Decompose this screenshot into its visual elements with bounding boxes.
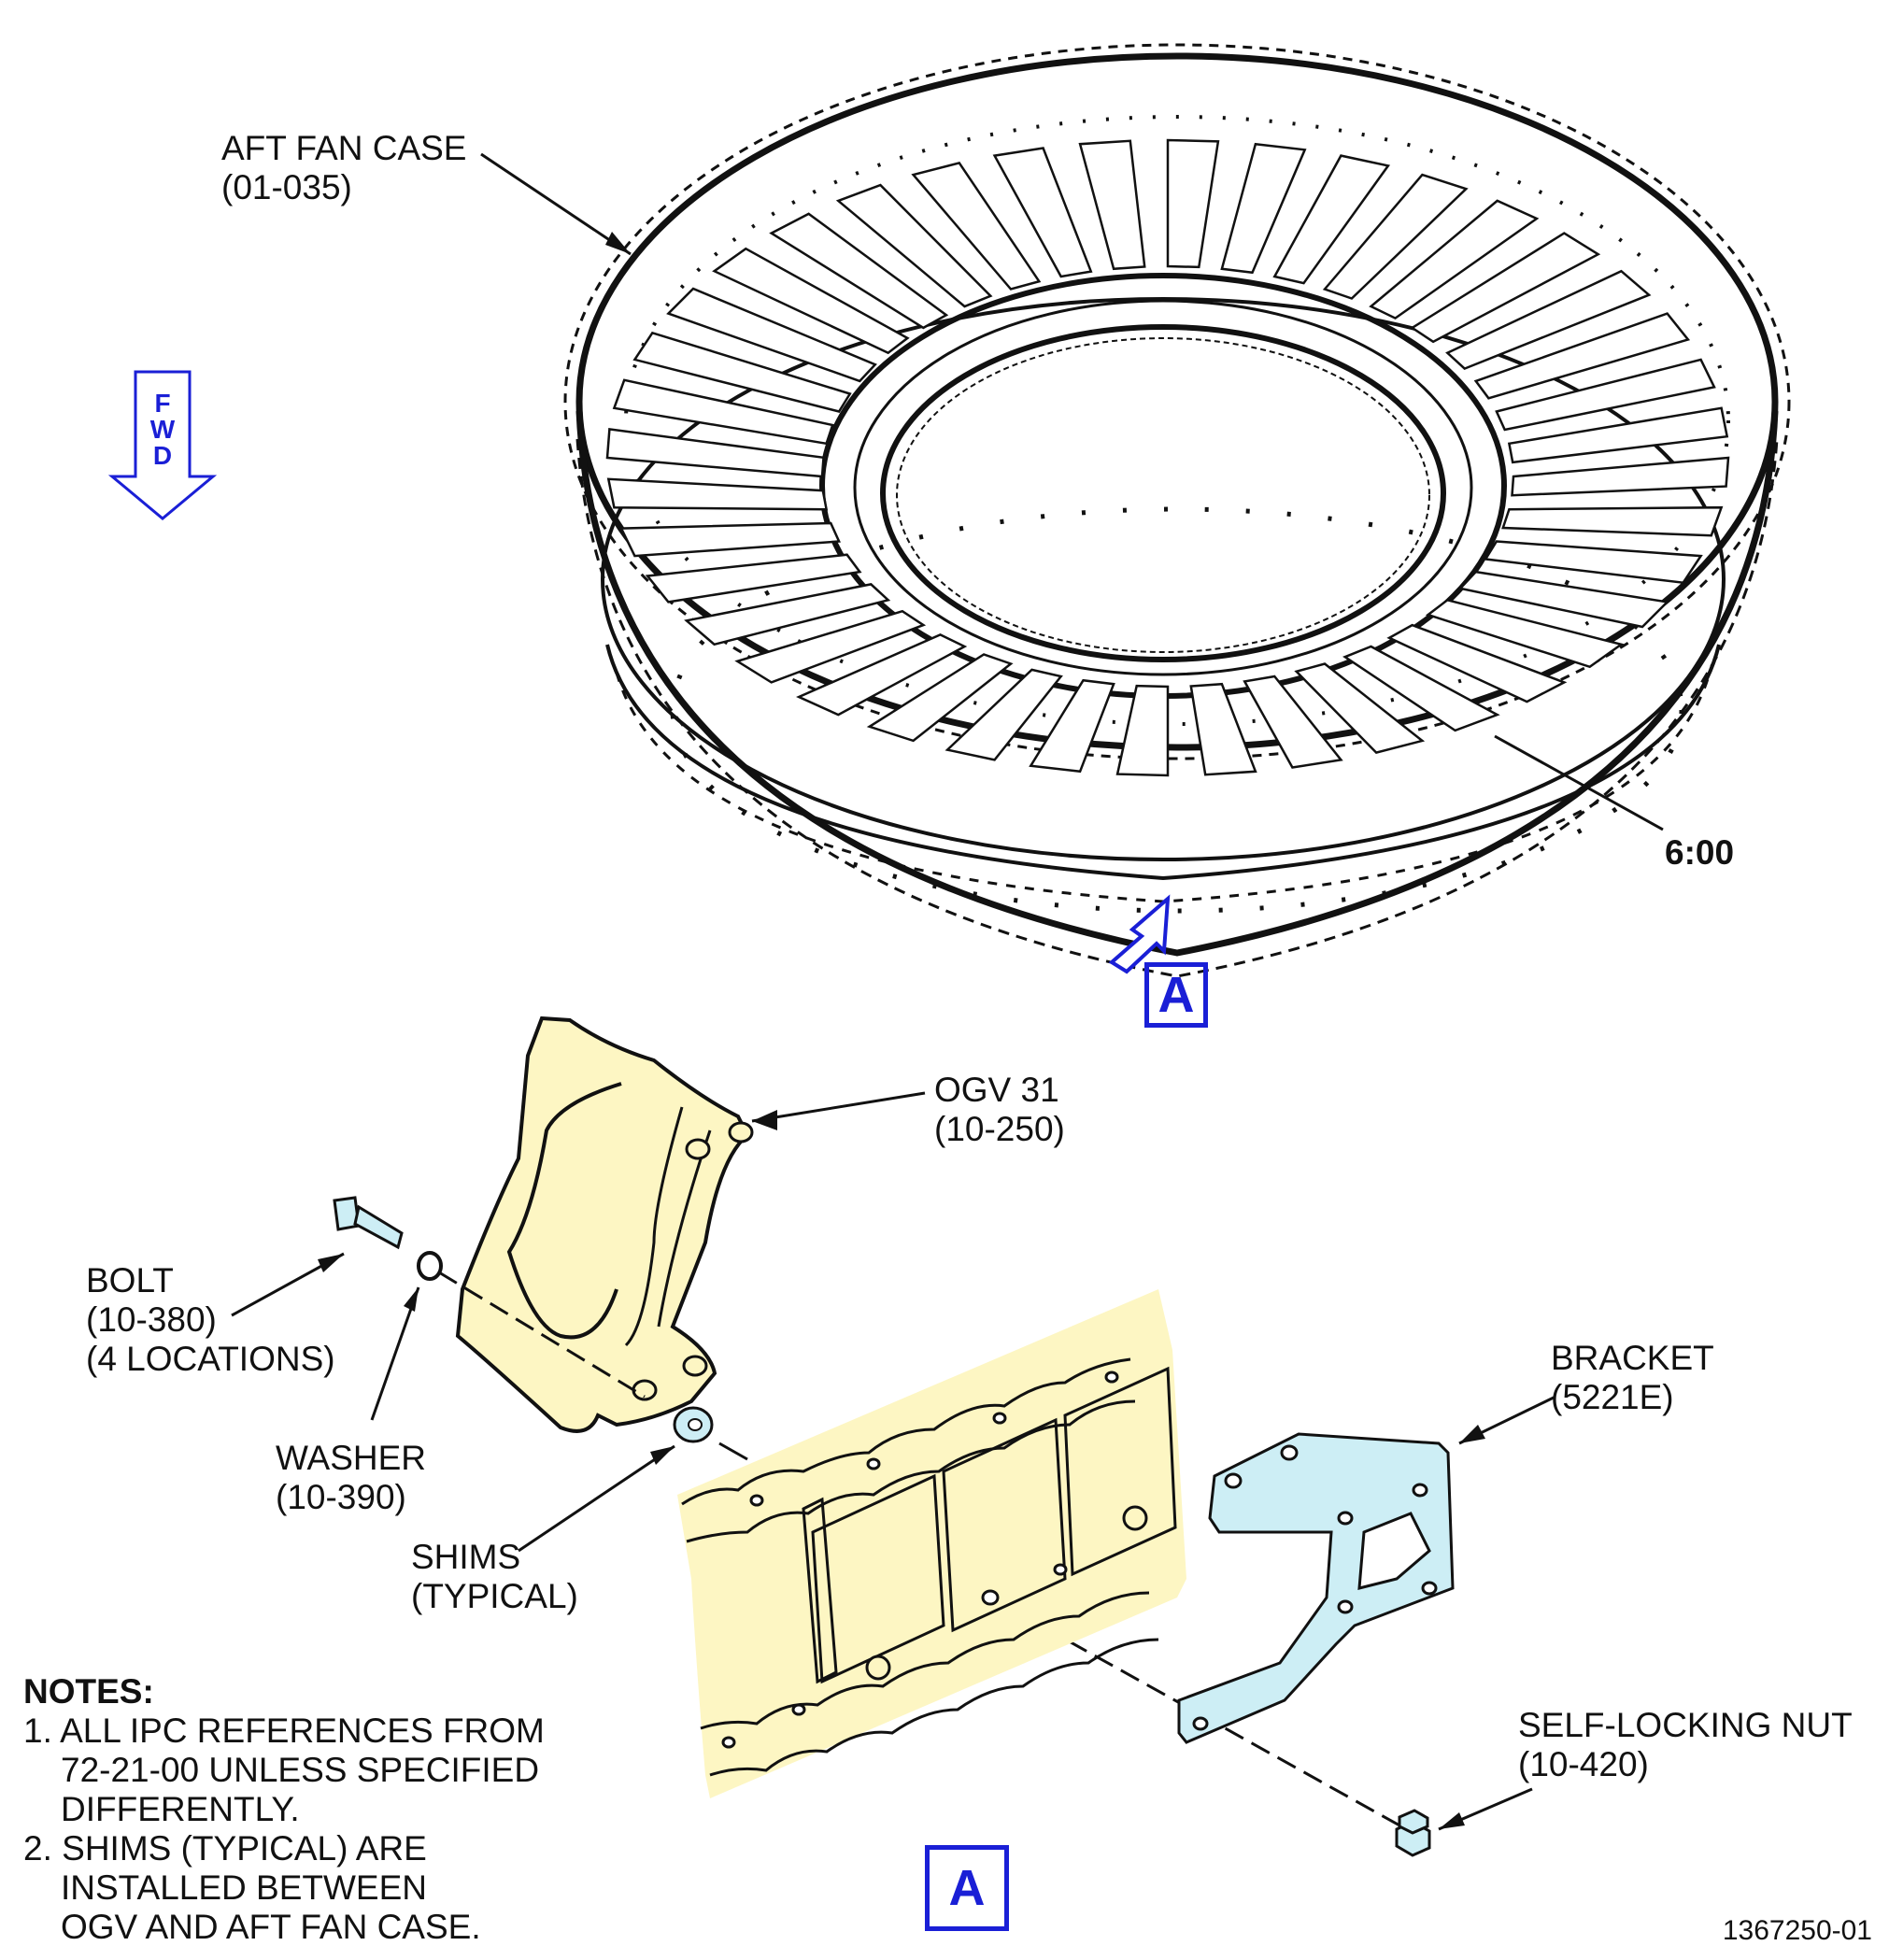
- label-line: SELF-LOCKING NUT: [1518, 1706, 1853, 1744]
- vane: [866, 653, 1014, 743]
- fwd-letter: W: [149, 415, 176, 444]
- note-line: 72-21-00 UNLESS SPECIFIED: [61, 1751, 540, 1789]
- fwd-letter: F: [154, 389, 171, 418]
- label-line: BOLT: [86, 1261, 174, 1300]
- vane: [1425, 598, 1625, 669]
- vane: [1294, 662, 1426, 754]
- note-line: 2. SHIMS (TYPICAL) ARE: [23, 1829, 427, 1868]
- vane: [796, 633, 968, 717]
- vane: [1369, 199, 1540, 320]
- vane: [1501, 505, 1724, 537]
- label-line: SHIMS: [411, 1538, 521, 1576]
- vane: [734, 609, 927, 684]
- vane: [632, 331, 852, 413]
- case-section-drawing: [677, 1289, 1186, 1798]
- label-aft-fan-case: AFT FAN CASE (01-035): [221, 129, 467, 207]
- vane: [1029, 678, 1115, 774]
- vane: [1386, 623, 1568, 703]
- vane: [612, 378, 834, 446]
- vane: [1078, 139, 1146, 271]
- vane: [712, 247, 910, 355]
- vane: [1495, 358, 1716, 432]
- vane: [1445, 269, 1652, 371]
- label-line: (10-390): [276, 1478, 406, 1516]
- label-line: (4 LOCATIONS): [86, 1340, 335, 1378]
- view-a-arrow-icon: [1108, 894, 1171, 974]
- vane: [684, 583, 891, 646]
- washer-small-drawing: [417, 1251, 443, 1281]
- label-bracket: BRACKET (5221E): [1551, 1339, 1714, 1417]
- label-ogv: OGV 31 (10-250): [934, 1071, 1065, 1149]
- fwd-letter: D: [152, 441, 173, 470]
- note-line: DIFFERENTLY.: [61, 1790, 300, 1828]
- vane: [606, 477, 829, 511]
- vane: [1410, 232, 1601, 344]
- vane: [835, 183, 993, 308]
- vane: [666, 287, 877, 383]
- vane: [1342, 645, 1500, 732]
- vane: [769, 212, 949, 330]
- note-line: OGV AND AFT FAN CASE.: [61, 1908, 481, 1946]
- ogv-31-drawing: [455, 1016, 754, 1433]
- notes-heading: NOTES:: [23, 1672, 154, 1711]
- vane: [1272, 154, 1391, 285]
- view-a-label: A: [925, 1845, 1009, 1931]
- label-line: (01-035): [221, 168, 352, 206]
- note-item-2: 2. SHIMS (TYPICAL) ARE INSTALLED BETWEEN…: [23, 1829, 545, 1947]
- label-line: (10-380): [86, 1300, 217, 1339]
- label-clock-position: 6:00: [1665, 833, 1735, 872]
- self-locking-nut-drawing: [1395, 1809, 1431, 1857]
- note-line: 1. ALL IPC REFERENCES FROM: [23, 1711, 545, 1750]
- ogv-vanes: [605, 138, 1730, 777]
- vane: [1322, 173, 1469, 300]
- note-line: INSTALLED BETWEEN: [61, 1868, 428, 1907]
- view-a-callout: A: [1144, 962, 1208, 1028]
- vane: [645, 553, 862, 604]
- notes-block: NOTES: 1. ALL IPC REFERENCES FROM 72-21-…: [23, 1672, 545, 1947]
- vane: [911, 161, 1042, 291]
- vane: [992, 147, 1093, 278]
- vane: [1189, 682, 1257, 776]
- note-item-1: 1. ALL IPC REFERENCES FROM 72-21-00 UNLE…: [23, 1711, 545, 1829]
- label-line: (10-250): [934, 1110, 1065, 1148]
- label-line: WASHER: [276, 1439, 427, 1477]
- figure-id: 1367250-01: [1722, 1915, 1872, 1946]
- fwd-arrow-icon: [107, 370, 218, 520]
- vane: [1166, 138, 1220, 269]
- vane: [1220, 142, 1307, 275]
- vane: [1507, 406, 1729, 464]
- label-line: OGV 31: [934, 1071, 1059, 1109]
- label-line: (5221E): [1551, 1378, 1674, 1416]
- vane: [1243, 675, 1343, 769]
- vane: [1115, 684, 1170, 777]
- label-bolt: BOLT (10-380) (4 LOCATIONS): [86, 1261, 335, 1379]
- vane: [1484, 540, 1703, 585]
- vane: [619, 521, 841, 558]
- label-line: BRACKET: [1551, 1339, 1714, 1377]
- vane: [944, 668, 1063, 761]
- vane: [605, 427, 825, 478]
- vane: [1457, 570, 1670, 629]
- label-line: (10-420): [1518, 1745, 1649, 1783]
- vane: [1511, 456, 1730, 497]
- bracket-drawing: [1177, 1432, 1455, 1744]
- label-self-locking-nut: SELF-LOCKING NUT (10-420): [1518, 1706, 1853, 1784]
- bolt-drawing: [333, 1196, 404, 1250]
- label-washer: WASHER (10-390): [276, 1439, 426, 1517]
- vane: [1473, 312, 1691, 400]
- fwd-arrow-label: F W D: [149, 391, 177, 469]
- label-line: (TYPICAL): [411, 1577, 578, 1615]
- label-shims: SHIMS (TYPICAL): [411, 1538, 578, 1616]
- label-line: AFT FAN CASE: [221, 129, 467, 167]
